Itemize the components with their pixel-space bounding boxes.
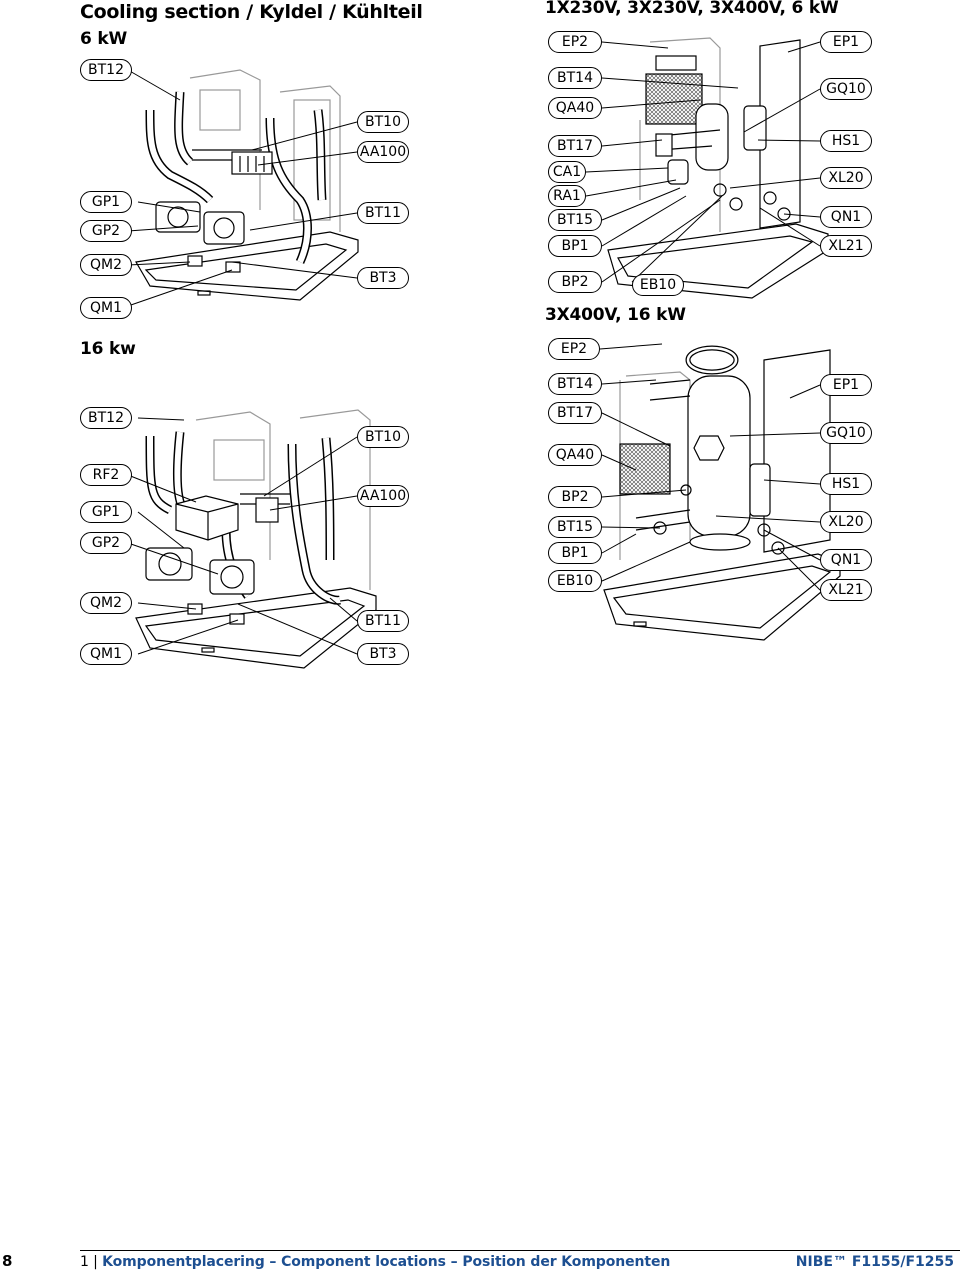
page-number: 8	[2, 1252, 13, 1270]
footer-product-name: NIBE™ F1155/F1255	[795, 1254, 954, 1270]
label-c6kw-hs1: HS1	[820, 130, 872, 152]
label-c16kw-bt14: BT14	[548, 373, 602, 395]
label-c16kw-bt17: BT17	[548, 402, 602, 424]
label-c16kw-xl20: XL20	[820, 511, 872, 533]
label-c16kw-qa40: QA40	[548, 444, 602, 466]
label-16kw-rf2: RF2	[80, 464, 132, 486]
heading-16kw: 16 kw	[80, 339, 136, 359]
label-6kw-bt10: BT10	[357, 111, 409, 133]
label-c16kw-xl21: XL21	[820, 579, 872, 601]
label-6kw-bt11: BT11	[357, 202, 409, 224]
footer-chapter-title: Komponentplacering – Component locations…	[102, 1254, 671, 1270]
label-c6kw-ep2: EP2	[548, 31, 602, 53]
footer-section-number: 1 |	[80, 1254, 98, 1270]
label-c16kw-ep2: EP2	[548, 338, 600, 360]
label-6kw-gp2: GP2	[80, 220, 132, 242]
label-16kw-qm2: QM2	[80, 592, 132, 614]
label-c16kw-qn1: QN1	[820, 549, 872, 571]
label-6kw-qm2: QM2	[80, 254, 132, 276]
label-16kw-bt3: BT3	[357, 643, 409, 665]
label-c16kw-bp1: BP1	[548, 542, 602, 564]
label-c16kw-eb10: EB10	[548, 570, 602, 592]
label-c6kw-qn1: QN1	[820, 206, 872, 228]
page-footer: 8 1 | Komponentplacering – Component loc…	[0, 1250, 960, 1272]
heading-compressor-6kw: 1X230V, 3X230V, 3X400V, 6 kW	[545, 0, 839, 18]
label-16kw-bt11: BT11	[357, 610, 409, 632]
leaders-compressor-16kw	[599, 343, 821, 591]
drawing-6kw	[135, 69, 359, 301]
label-16kw-gp2: GP2	[80, 532, 132, 554]
leaders-compressor-6kw	[585, 41, 821, 283]
page-title: Cooling section / Kyldel / Kühlteil	[80, 1, 423, 23]
label-c6kw-bp2: BP2	[548, 271, 602, 293]
label-6kw-bt3: BT3	[357, 267, 409, 289]
drawing-compressor-16kw	[603, 345, 841, 641]
label-c6kw-bp1: BP1	[548, 235, 602, 257]
label-16kw-bt12: BT12	[80, 407, 132, 429]
label-6kw-gp1: GP1	[80, 191, 132, 213]
label-c6kw-xl21: XL21	[820, 235, 872, 257]
label-c6kw-ca1: CA1	[548, 161, 586, 183]
label-c6kw-eb10: EB10	[632, 274, 684, 296]
label-16kw-qm1: QM1	[80, 643, 132, 665]
label-c16kw-hs1: HS1	[820, 473, 872, 495]
label-c6kw-bt17: BT17	[548, 135, 602, 157]
label-c6kw-xl20: XL20	[820, 167, 872, 189]
footer-divider	[80, 1250, 960, 1251]
heading-6kw: 6 kW	[80, 29, 128, 49]
label-c16kw-bp2: BP2	[548, 486, 602, 508]
label-c6kw-qa40: QA40	[548, 97, 602, 119]
label-c16kw-gq10: GQ10	[820, 422, 872, 444]
label-16kw-gp1: GP1	[80, 501, 132, 523]
label-6kw-aa100: AA100	[357, 141, 409, 163]
label-c6kw-ra1: RA1	[548, 185, 586, 207]
label-c6kw-bt14: BT14	[548, 67, 602, 89]
heading-compressor-16kw: 3X400V, 16 kW	[545, 305, 686, 325]
leaders-16kw	[127, 417, 358, 655]
label-6kw-qm1: QM1	[80, 297, 132, 319]
leaders-6kw	[127, 69, 358, 307]
footer-chapter-line: 1 | Komponentplacering – Component locat…	[80, 1254, 670, 1270]
label-6kw-bt12: BT12	[80, 59, 132, 81]
label-c6kw-ep1: EP1	[820, 31, 872, 53]
label-16kw-aa100: AA100	[357, 485, 409, 507]
label-c16kw-bt15: BT15	[548, 516, 602, 538]
label-c6kw-gq10: GQ10	[820, 78, 872, 100]
drawing-compressor-6kw	[607, 37, 829, 299]
label-c6kw-bt15: BT15	[548, 209, 602, 231]
label-c16kw-ep1: EP1	[820, 374, 872, 396]
label-16kw-bt10: BT10	[357, 426, 409, 448]
